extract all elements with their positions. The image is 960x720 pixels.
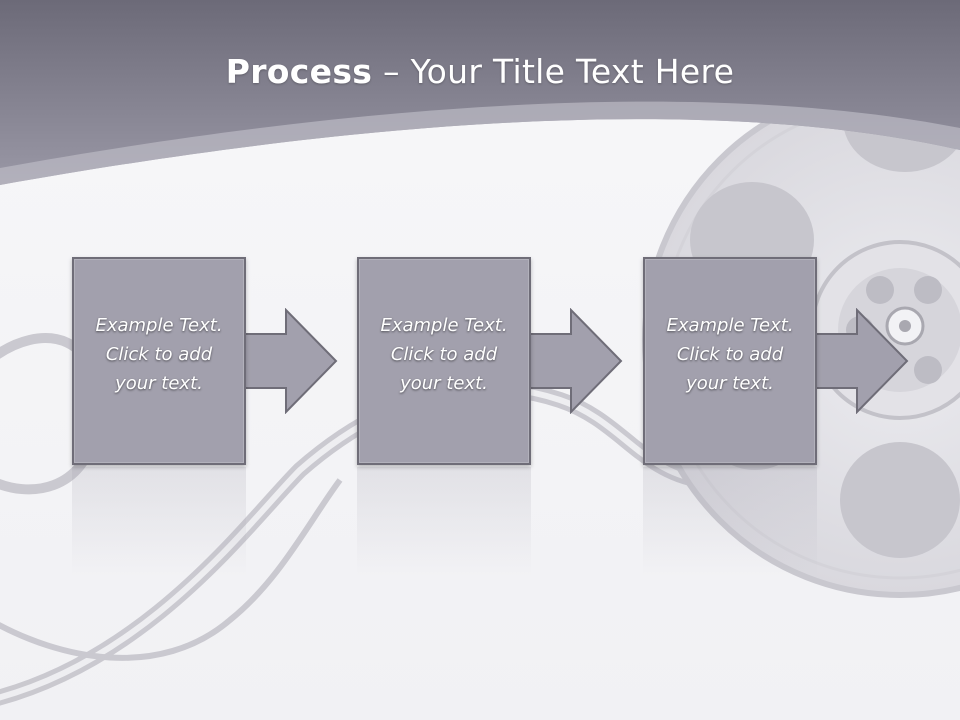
step-1-text[interactable]: Example Text. Click to add your text. <box>95 314 223 394</box>
step-2-reflection <box>357 467 531 577</box>
step-3-reflection <box>643 467 817 577</box>
step-1-reflection <box>72 467 246 577</box>
title-rest: – Your Title Text Here <box>372 52 735 91</box>
step-3-arrow-icon <box>813 308 909 414</box>
title-bold: Process <box>225 52 373 91</box>
step-2-arrow-icon <box>527 308 623 414</box>
step-1-arrow-icon <box>242 308 338 414</box>
step-2-box[interactable]: Example Text. Click to add your text. <box>357 257 531 465</box>
step-2-text[interactable]: Example Text. Click to add your text. <box>380 314 508 394</box>
slide-title[interactable]: Process – Your Title Text Here <box>0 52 960 91</box>
step-3-text[interactable]: Example Text. Click to add your text. <box>666 314 794 394</box>
step-1-box[interactable]: Example Text. Click to add your text. <box>72 257 246 465</box>
step-3-box[interactable]: Example Text. Click to add your text. <box>643 257 817 465</box>
